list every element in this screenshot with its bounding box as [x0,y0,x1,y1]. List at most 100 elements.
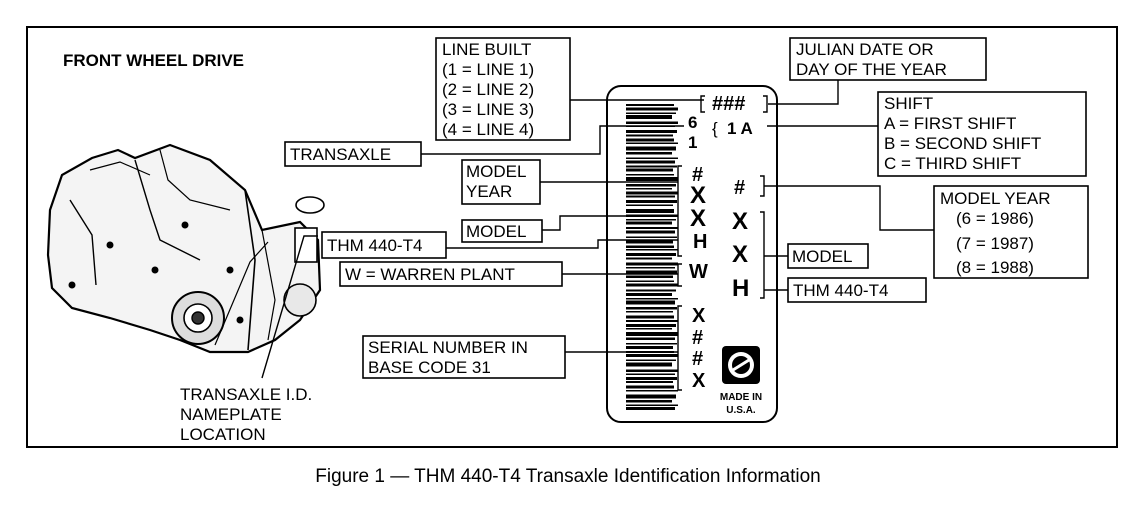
diagram-frame [26,26,1118,448]
transaxle-label: TRANSAXLE [290,145,391,164]
warren-plant-label: W = WARREN PLANT [345,265,515,284]
transaxle-box [284,141,422,167]
barcode-bar [626,168,673,172]
plate-left-code-7: # [692,327,703,349]
barcode-bar [626,107,678,111]
plate-left-code-3: X [690,205,706,232]
barcode-bar [626,134,673,137]
plate-left-code-5: W [689,261,708,283]
barcode-bar [626,249,678,251]
serial-number-box [362,335,566,379]
model-right-label: MODEL [792,247,852,266]
plate-left-code-8: # [692,348,703,370]
model-left-box [461,219,543,243]
shift-label: SHIFT A = FIRST SHIFT B = SECOND SHIFT C… [884,94,1046,173]
barcode-bar [626,359,676,361]
barcode-bar [626,157,678,159]
barcode-bar [626,112,676,114]
plate-big-code-3: H [732,275,749,302]
barcode-bar [626,275,673,278]
barcode-bar [626,283,678,287]
barcode-bar [626,191,678,195]
barcode-bar [626,270,677,275]
barcode-bar [626,239,673,244]
julian-date-label: JULIAN DATE OR DAY OF THE YEAR [796,40,947,79]
location-label: TRANSAXLE I.D. NAMEPLATE LOCATION [180,385,317,444]
thm-left-box [321,231,447,259]
barcode-bar [626,245,674,248]
barcode-bar [626,385,674,389]
barcode-bar [626,328,672,330]
barcode-bar [626,300,675,305]
front-wheel-drive-title: FRONT WHEEL DRIVE [63,51,244,70]
barcode-bar [626,320,678,322]
line-built-box [435,37,571,141]
barcode-bar [626,253,676,256]
barcode [626,104,678,410]
barcode-bar [626,307,677,310]
barcode-bar [626,373,675,375]
model-year-left-box [461,159,541,205]
warren-plant-box [339,261,563,287]
barcode-bar [626,174,674,176]
model-year-left-label: MODEL YEAR [466,162,531,201]
serial-number-label: SERIAL NUMBER IN BASE CODE 31 [368,338,533,377]
barcode-bar [626,289,676,292]
barcode-bar [626,227,678,229]
barcode-bar [626,262,678,266]
thm-right-label: THM 440-T4 [793,281,888,300]
barcode-bar [626,142,678,144]
model-year-right-label: MODEL YEAR (6 = 1986) (7 = 1987) (8 = 19… [940,189,1055,277]
plate-usa: U.S.A. [726,405,756,416]
svg-text:{: { [712,119,718,138]
barcode-bar [626,298,678,300]
barcode-bar [626,230,675,234]
barcode-bar [626,315,674,319]
barcode-bar [626,146,676,151]
barcode-bar [626,130,677,133]
barcode-bar [626,115,672,119]
plate-left-code-4: H [693,231,707,253]
figure-caption: Figure 1 — THM 440-T4 Transaxle Identifi… [315,466,821,487]
plate-shift-code: 1 A [727,119,753,138]
transaxle-illustration [46,143,325,354]
thm-left-label: THM 440-T4 [327,236,422,255]
plate-left-code-1: # [692,164,703,186]
location-pointer-line [261,235,318,379]
barcode-bar [626,221,672,225]
barcode-bar [626,184,676,187]
barcode-bar [626,267,675,269]
barcode-bar [626,195,675,198]
barcode-bar [626,390,678,392]
barcode-bar [626,362,672,367]
barcode-bar [626,311,673,313]
model-right-box [787,243,869,269]
barcode-bar [626,177,678,181]
barcode-bar [626,407,675,410]
barcode-bar [626,200,677,203]
manufacturer-logo [722,346,760,384]
julian-date-box [789,37,987,81]
plate-digit-top: 6 [688,113,697,132]
barcode-bar [626,337,675,340]
line-built-label: LINE BUILT (1 = LINE 1) (2 = LINE 2) (3 … [442,40,539,139]
barcode-bar [626,377,677,380]
barcode-bar [626,209,674,213]
barcode-bar [626,236,677,238]
barcode-bar [626,257,672,260]
plate-digit-bottom: 1 [688,133,697,152]
shift-box [877,91,1087,177]
barcode-bar [626,343,677,345]
barcode-bar [626,204,673,206]
barcode-bar [626,394,676,399]
barcode-bar [626,400,672,403]
barcode-bar [626,324,676,327]
leader-lines [421,80,934,353]
barcode-bar [626,121,678,124]
plate-big-code-1: X [732,208,748,235]
barcode-bar [626,354,678,357]
plate-year-code: # [734,177,745,199]
barcode-bar [626,160,675,164]
barcode-bar [626,280,674,282]
